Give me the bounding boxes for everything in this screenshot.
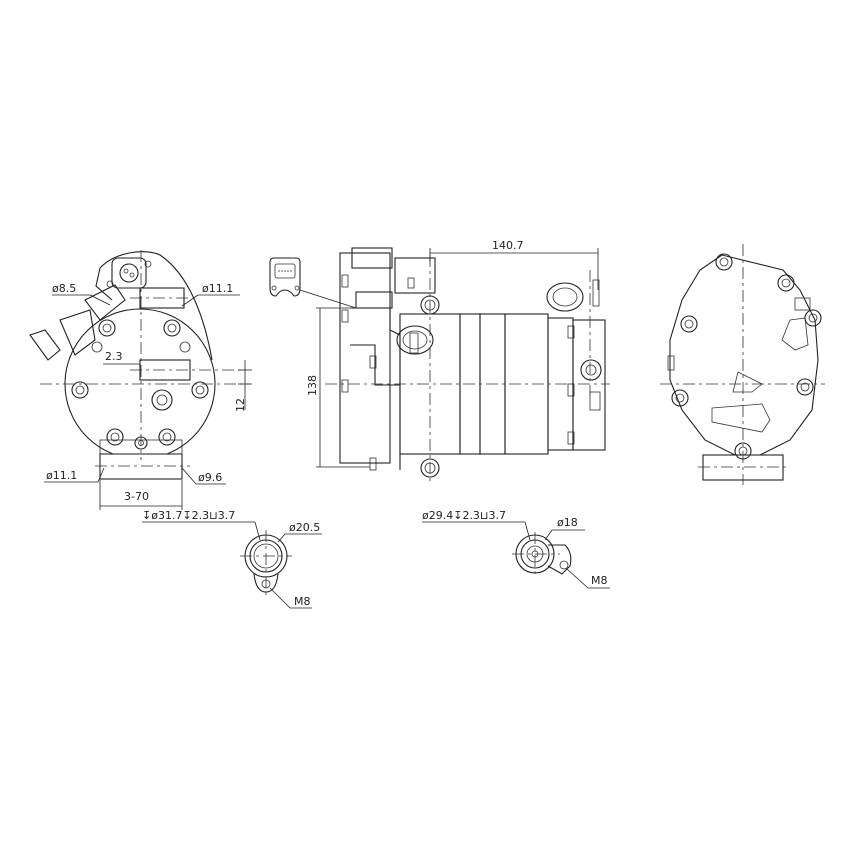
- connector-inset: [269, 257, 357, 309]
- label-dia-9-6: ø9.6: [198, 471, 222, 484]
- label-offset-2-3: 2.3: [105, 350, 123, 363]
- front-view: ø8.5 ø11.1 2.3 12 ø11.1 ø9.6 3-70: [29, 250, 252, 510]
- port-left-spec: ↧ø31.7↧2.3⊔3.7: [142, 509, 235, 522]
- port-left-thread: M8: [294, 595, 311, 608]
- port-detail-left: ↧ø31.7↧2.3⊔3.7 ø20.5 M8: [142, 509, 322, 609]
- label-dia-8-5: ø8.5: [52, 282, 76, 295]
- port-right-thread: M8: [591, 574, 608, 587]
- port-left-dia: ø20.5: [289, 521, 320, 534]
- label-height-138: 138: [306, 375, 319, 396]
- label-length-140-7: 140.7: [492, 239, 524, 252]
- rear-view: [660, 244, 825, 485]
- label-height-12: 12: [234, 398, 247, 412]
- label-dia-11-1-top: ø11.1: [202, 282, 233, 295]
- port-right-dia: ø18: [557, 516, 578, 529]
- port-detail-right: ø29.4↧2.3⊔3.7 ø18 M8: [422, 509, 610, 589]
- side-view: 140.7 138: [269, 239, 610, 485]
- port-right-spec: ø29.4↧2.3⊔3.7: [422, 509, 506, 522]
- label-dia-11-1-bottom: ø11.1: [46, 469, 77, 482]
- label-width-3-70: 3-70: [124, 490, 149, 503]
